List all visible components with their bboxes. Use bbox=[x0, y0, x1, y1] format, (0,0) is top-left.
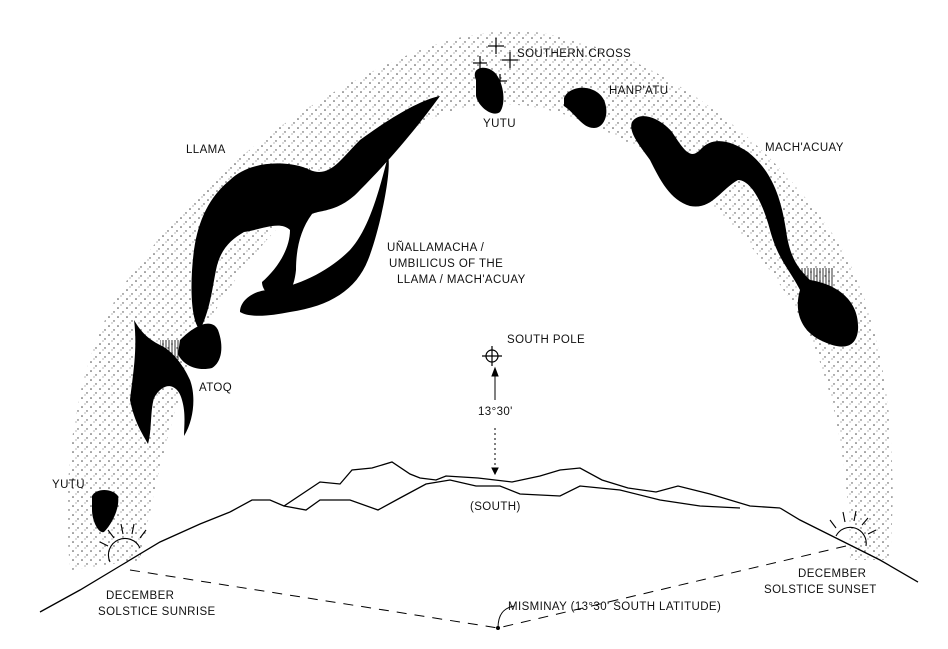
observer-leader bbox=[497, 605, 515, 629]
four-point-star-icon bbox=[502, 52, 518, 68]
label-hanpatu: HANP'ATU bbox=[609, 85, 669, 97]
atoq-shape bbox=[130, 320, 194, 444]
mountain-horizon bbox=[39, 461, 919, 613]
label-south-direction: (SOUTH) bbox=[470, 501, 521, 513]
rising-sun-icon bbox=[99, 523, 147, 563]
setting-sun-icon bbox=[829, 510, 877, 547]
llama-shape bbox=[191, 96, 440, 330]
hanpatu-shape bbox=[564, 87, 607, 128]
yutu-bottom-shape bbox=[92, 490, 119, 533]
four-point-star-icon bbox=[473, 56, 487, 70]
southern-cross-stars bbox=[473, 38, 518, 88]
label-machacuay: MACH'ACUAY bbox=[765, 142, 844, 154]
yutu-top-shape bbox=[474, 67, 504, 114]
label-atoq: ATOQ bbox=[199, 382, 233, 394]
four-point-star-icon bbox=[488, 38, 504, 54]
unallamacha-shape bbox=[240, 156, 389, 316]
machacuay-hatching bbox=[800, 268, 834, 290]
label-sunset-line1: DECEMBER bbox=[798, 568, 867, 580]
altitude-arrow bbox=[491, 366, 499, 476]
label-unallamacha-line3: LLAMA / MACH'ACUAY bbox=[397, 274, 526, 286]
milky-way-band bbox=[67, 31, 893, 571]
llama-hatching bbox=[282, 168, 310, 190]
atoq-upper-shape bbox=[178, 323, 222, 370]
atoq-hatching bbox=[160, 340, 180, 360]
label-unallamacha-line1: UÑALLAMACHA / bbox=[387, 242, 485, 254]
crosshair-circle-icon bbox=[482, 346, 502, 366]
label-llama: LLAMA bbox=[186, 144, 226, 156]
label-observer: MISMINAY (13°30' SOUTH LATITUDE) bbox=[508, 601, 722, 613]
label-south-pole: SOUTH POLE bbox=[507, 334, 586, 346]
observer-sightlines bbox=[129, 545, 847, 629]
label-sunset-line2: SOLSTICE SUNSET bbox=[764, 584, 877, 596]
label-sunrise-line2: SOLSTICE SUNRISE bbox=[98, 606, 216, 618]
label-altitude: 13°30' bbox=[478, 405, 513, 420]
label-yutu-top: YUTU bbox=[483, 118, 516, 130]
label-unallamacha-line2: UMBILICUS OF THE bbox=[389, 258, 504, 270]
label-sunrise-line1: DECEMBER bbox=[106, 590, 175, 602]
label-yutu-bottom: YUTU bbox=[52, 479, 85, 491]
label-southern-cross: SOUTHERN CROSS bbox=[517, 48, 632, 60]
